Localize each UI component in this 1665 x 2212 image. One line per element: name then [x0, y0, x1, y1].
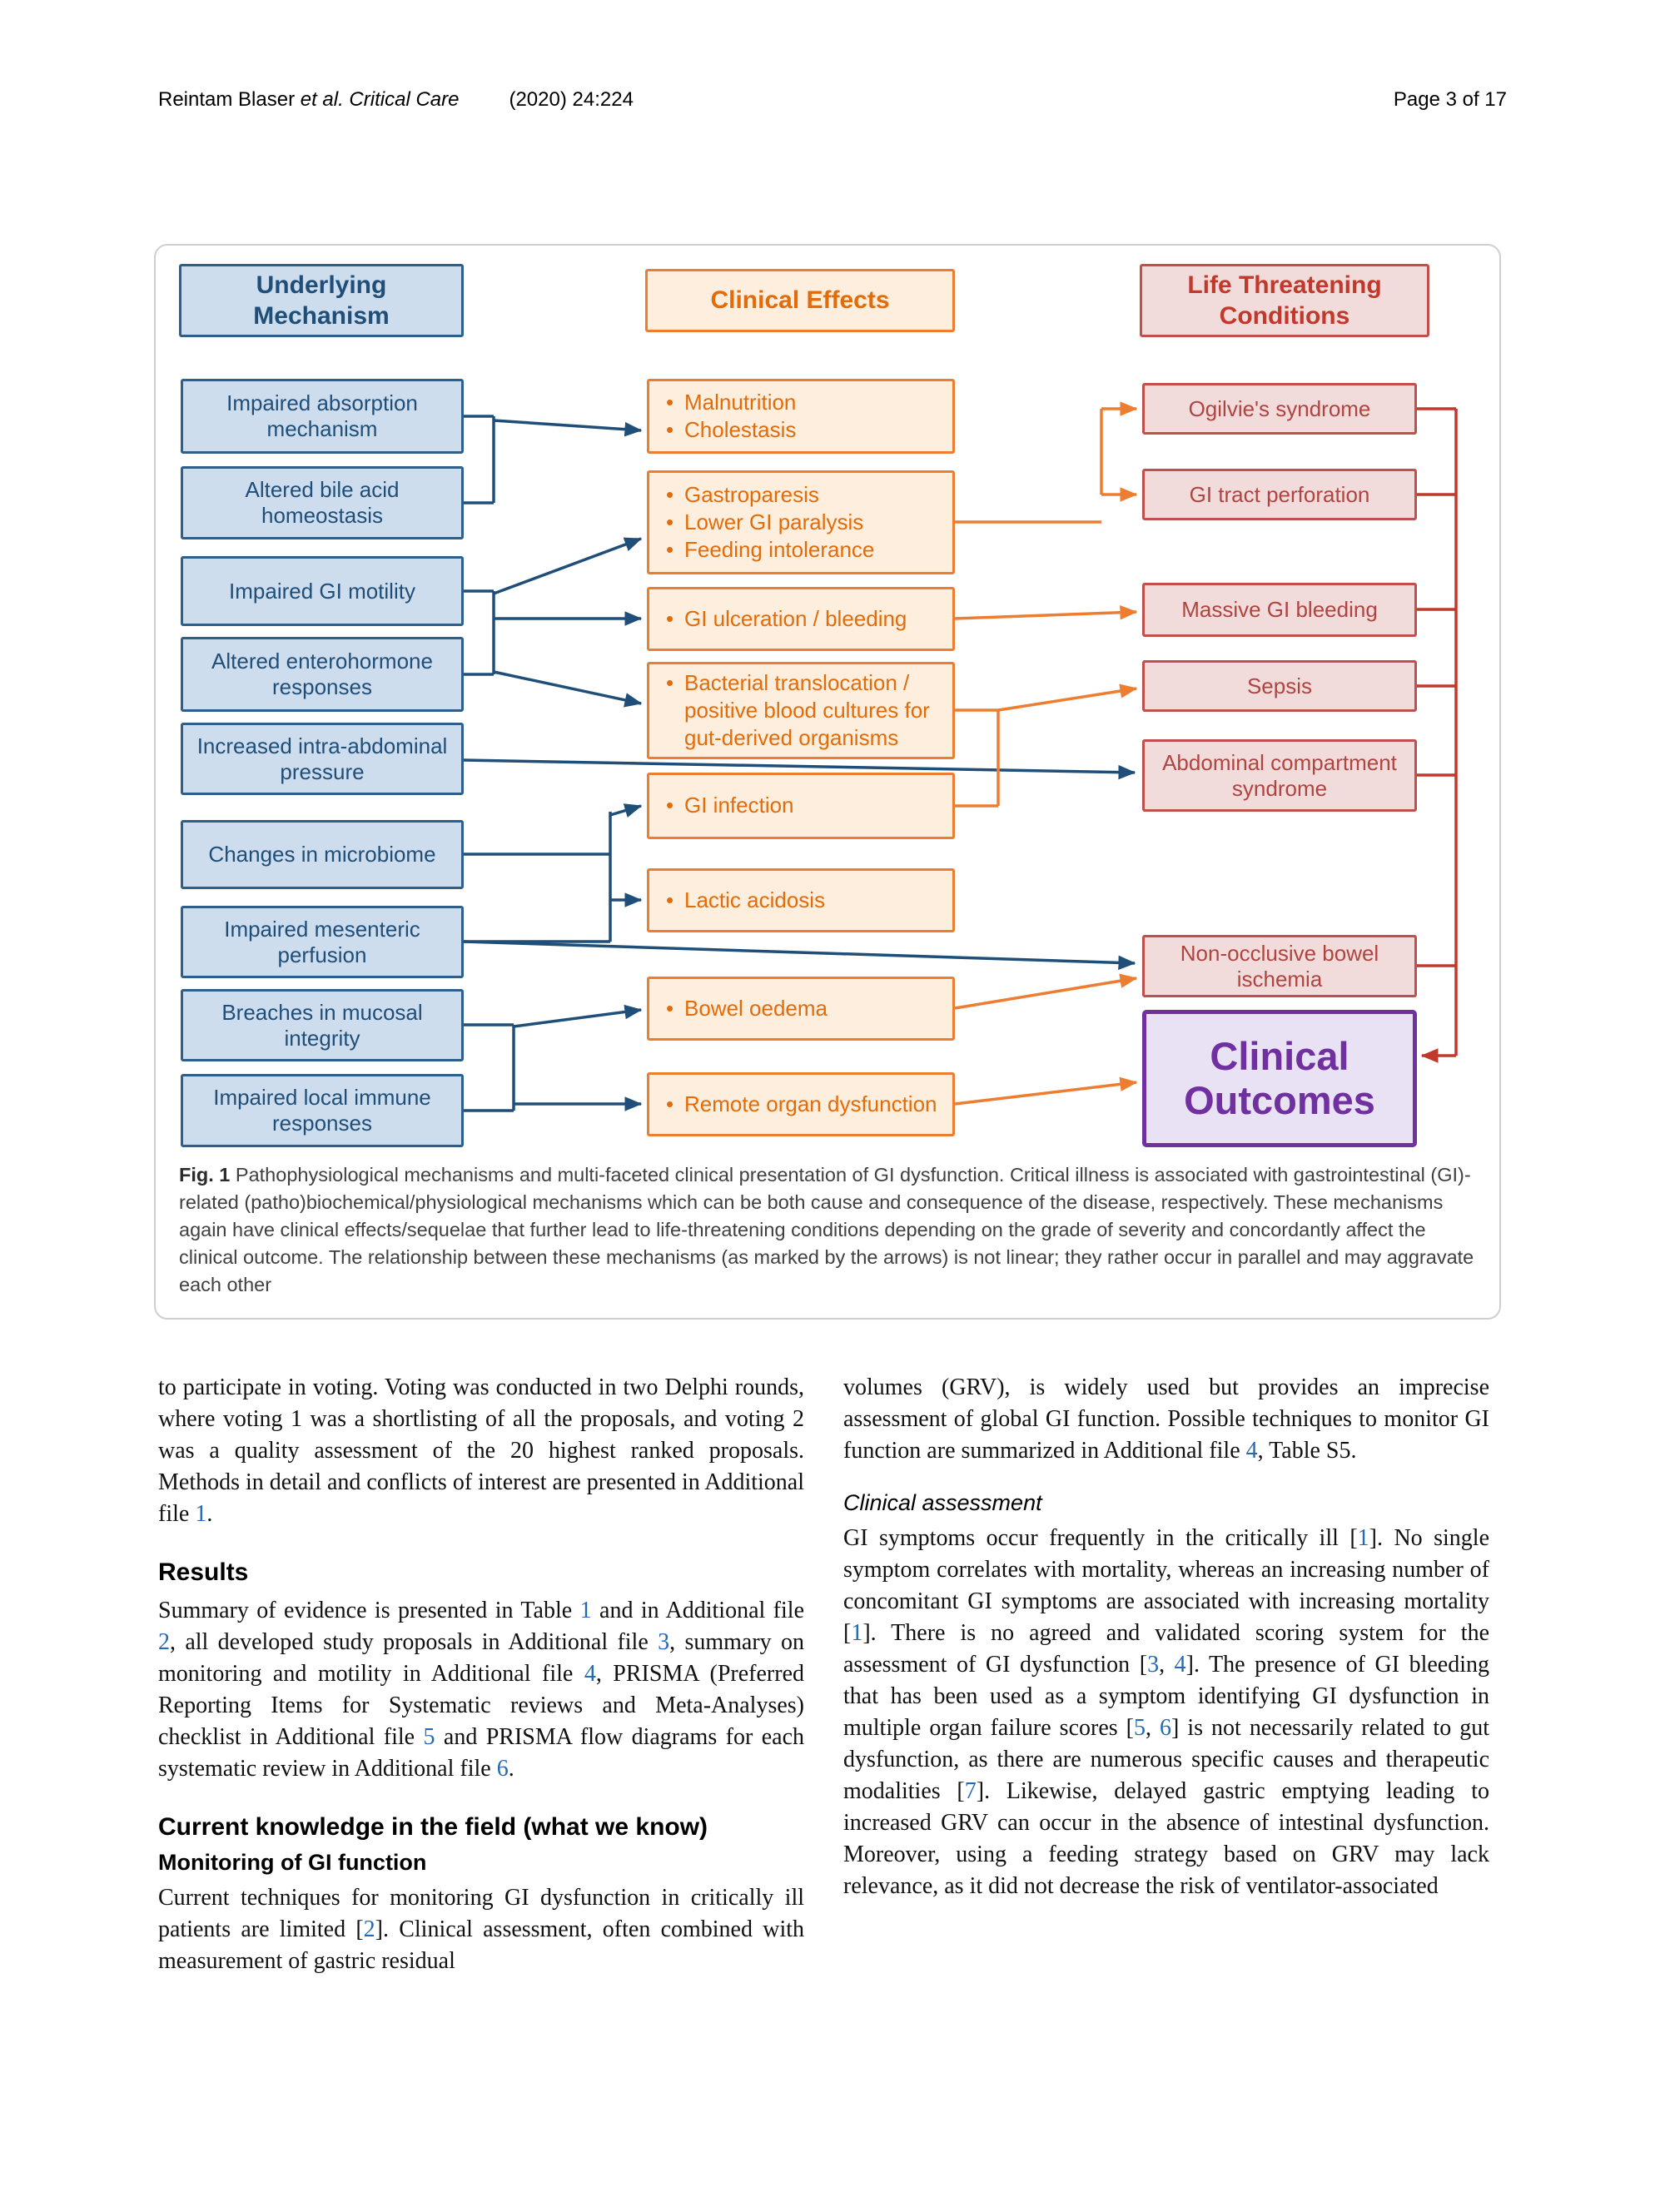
- reference-link[interactable]: 6: [496, 1756, 509, 1782]
- condition-sepsis: Sepsis: [1142, 660, 1417, 712]
- figure-1: Underlying Mechanism Clinical Effects Li…: [154, 244, 1501, 1320]
- column-header-life-threatening-conditions: Life Threatening Conditions: [1140, 264, 1429, 337]
- paragraph: GI symptoms occur frequently in the crit…: [843, 1525, 1490, 1899]
- effect-item: Malnutrition: [659, 389, 944, 417]
- reference-link[interactable]: 2: [363, 1916, 375, 1942]
- page-header: Reintam Blaser et al. Critical Care (2020…: [158, 88, 1507, 112]
- effect-item: Lactic acidosis: [659, 887, 944, 915]
- condition-non-occlusive-bowel-ischemia: Non-occlusive bowel ischemia: [1142, 935, 1417, 997]
- reference-link[interactable]: 7: [964, 1778, 977, 1804]
- mechanism-breaches-in-mucosal-integrity: Breaches in mucosal integrity: [181, 989, 464, 1061]
- journal-title: et al. Critical Care: [300, 88, 460, 111]
- effect-item: Cholestasis: [659, 416, 944, 445]
- effect-item: Bacterial translocation / positive blood…: [659, 669, 944, 753]
- reference-link[interactable]: 5: [1134, 1715, 1146, 1741]
- effect-bowel-oedema: Bowel oedema: [647, 977, 955, 1041]
- reference-link[interactable]: 1: [195, 1501, 207, 1527]
- effect-item: Feeding intolerance: [659, 536, 944, 564]
- reference-link[interactable]: 6: [1160, 1715, 1172, 1741]
- effect-gastroparesis-group: Gastroparesis Lower GI paralysis Feeding…: [647, 470, 955, 574]
- effect-gi-ulceration-bleeding: GI ulceration / bleeding: [647, 587, 955, 651]
- condition-massive-gi-bleeding: Massive GI bleeding: [1142, 583, 1417, 637]
- reference-link[interactable]: 3: [658, 1629, 670, 1655]
- mechanism-altered-enterohormone: Altered enterohormone responses: [181, 637, 464, 712]
- subheading-clinical-assessment: Clinical assessment: [843, 1490, 1042, 1515]
- column-header-underlying-mechanism: Underlying Mechanism: [179, 264, 464, 337]
- mechanism-impaired-gi-motility: Impaired GI motility: [181, 556, 464, 626]
- effect-gi-infection: GI infection: [647, 773, 955, 839]
- figure-caption-text: Pathophysiological mechanisms and multi-…: [179, 1164, 1474, 1295]
- mechanism-increased-intra-abdominal-pressure: Increased intra-abdominal pressure: [181, 723, 464, 795]
- effect-lactic-acidosis: Lactic acidosis: [647, 868, 955, 932]
- condition-gi-tract-perforation: GI tract perforation: [1142, 469, 1417, 520]
- body-column-left: to participate in voting. Voting was con…: [158, 1372, 804, 1977]
- reference-link[interactable]: 1: [579, 1598, 592, 1623]
- authors-text: Reintam Blaser: [158, 88, 301, 111]
- mechanism-impaired-local-immune: Impaired local immune responses: [181, 1074, 464, 1147]
- condition-abdominal-compartment-syndrome: Abdominal compartment syndrome: [1142, 739, 1417, 812]
- paragraph: volumes (GRV), is widely used but provid…: [843, 1374, 1489, 1464]
- body-column-right: volumes (GRV), is widely used but provid…: [843, 1372, 1489, 1902]
- effect-item: Lower GI paralysis: [659, 509, 944, 537]
- reference-link[interactable]: 2: [158, 1629, 170, 1655]
- page-number: Page 3 of 17: [1393, 88, 1507, 111]
- reference-link[interactable]: 4: [1245, 1438, 1258, 1464]
- heading-current-knowledge: Current knowledge in the field (what we …: [158, 1813, 708, 1841]
- effect-item: Remote organ dysfunction: [659, 1091, 944, 1119]
- reference-link[interactable]: 3: [1147, 1652, 1160, 1678]
- citation-volume: (2020) 24:224: [509, 88, 634, 111]
- article-body: to participate in voting. Voting was con…: [158, 1372, 1489, 1977]
- reference-link[interactable]: 5: [423, 1724, 435, 1750]
- effect-remote-organ-dysfunction: Remote organ dysfunction: [647, 1072, 955, 1136]
- effect-item: GI infection: [659, 792, 944, 820]
- effect-item: GI ulceration / bleeding: [659, 605, 944, 634]
- heading-results: Results: [158, 1558, 249, 1586]
- mechanism-altered-bile-acid: Altered bile acid homeostasis: [181, 466, 464, 539]
- column-header-clinical-effects: Clinical Effects: [645, 269, 955, 332]
- article-citation: Reintam Blaser et al. Critical Care (2020…: [158, 88, 634, 112]
- reference-link[interactable]: 1: [1357, 1525, 1369, 1551]
- paragraph: to participate in voting. Voting was con…: [158, 1374, 805, 1527]
- effect-bacterial-translocation: Bacterial translocation / positive blood…: [647, 662, 955, 759]
- clinical-outcomes-box: Clinical Outcomes: [1142, 1010, 1417, 1147]
- mechanism-changes-in-microbiome: Changes in microbiome: [181, 820, 464, 889]
- reference-link[interactable]: 1: [851, 1620, 863, 1646]
- effect-item: Bowel oedema: [659, 995, 944, 1023]
- subheading-monitoring-gi-function: Monitoring of GI function: [158, 1850, 427, 1875]
- effect-item: Gastroparesis: [659, 481, 944, 510]
- mechanism-impaired-mesenteric-perfusion: Impaired mesenteric perfusion: [181, 906, 464, 978]
- reference-link[interactable]: 4: [1174, 1652, 1186, 1678]
- reference-link[interactable]: 4: [584, 1661, 596, 1687]
- paragraph: Current techniques for monitoring GI dys…: [158, 1885, 805, 1974]
- mechanism-impaired-absorption: Impaired absorption mechanism: [181, 379, 464, 454]
- paragraph: Summary of evidence is presented in Tabl…: [158, 1598, 805, 1782]
- effect-malnutrition-cholestasis: Malnutrition Cholestasis: [647, 379, 955, 454]
- figure-caption-label: Fig. 1: [179, 1164, 231, 1186]
- figure-caption: Fig. 1 Pathophysiological mechanisms and…: [179, 1161, 1479, 1298]
- condition-ogilvies-syndrome: Ogilvie's syndrome: [1142, 383, 1417, 435]
